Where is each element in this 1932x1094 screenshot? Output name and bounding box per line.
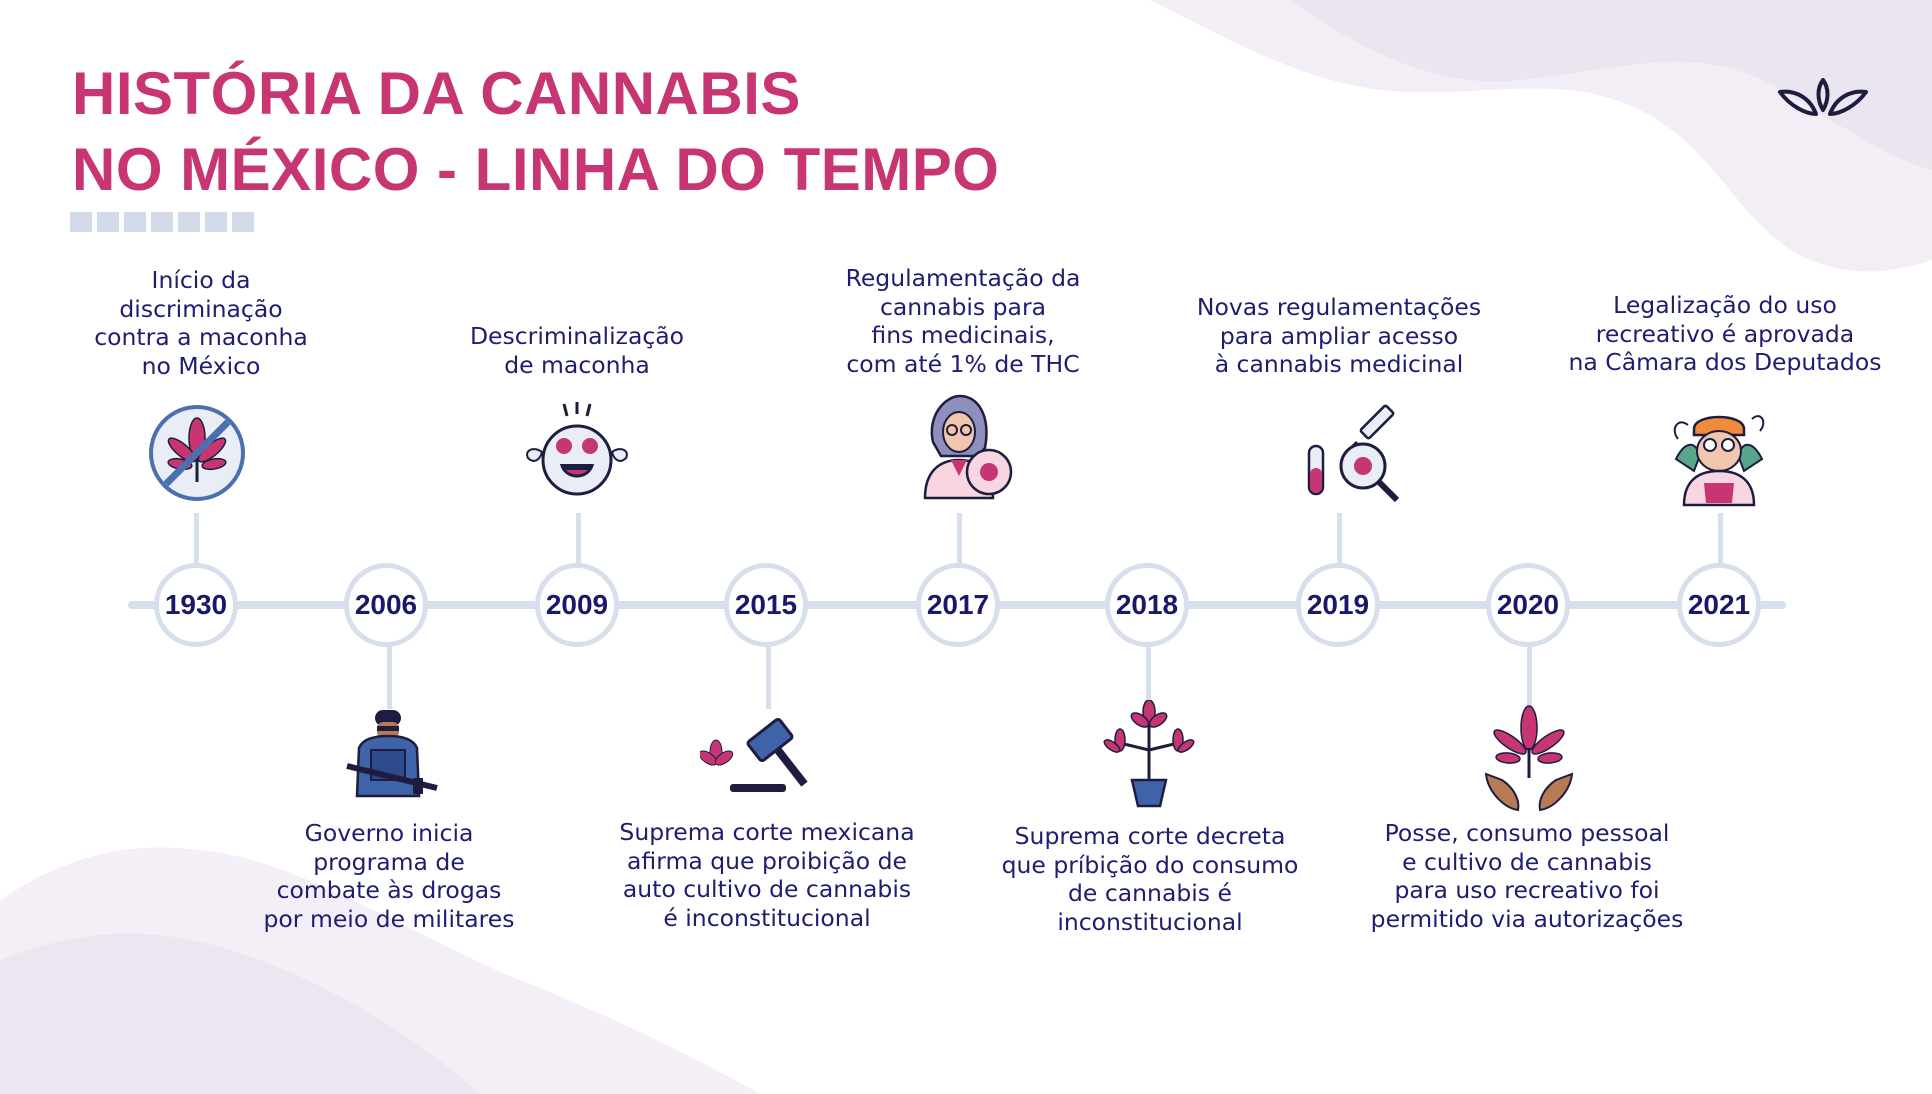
- event-text-2009: Descriminalização de maconha: [469, 322, 685, 379]
- no-cannabis-icon: [149, 405, 245, 501]
- title-line-1: HISTÓRIA DA CANNABIS: [72, 60, 801, 127]
- year-node-2019: 2019: [1296, 563, 1380, 647]
- event-text-2006: Governo inicia programa de combate às dr…: [263, 819, 515, 933]
- year-node-2017: 2017: [916, 563, 1000, 647]
- connector-2017: [957, 513, 962, 577]
- connector-2015: [766, 645, 771, 709]
- year-node-2006: 2006: [344, 563, 428, 647]
- connector-2018: [1146, 645, 1151, 709]
- year-node-2021: 2021: [1677, 563, 1761, 647]
- title-decoration: [70, 212, 254, 232]
- event-text-2015: Suprema corte mexicana afirma que proibi…: [619, 818, 915, 932]
- event-text-1930: Início da discriminação contra a maconha…: [94, 266, 308, 380]
- doctor-icon: [923, 394, 1013, 500]
- event-text-2020: Posse, consumo pessoal e cultivo de cann…: [1370, 819, 1684, 933]
- lab-research-icon: [1307, 404, 1400, 503]
- year-node-2020: 2020: [1486, 563, 1570, 647]
- year-node-2009: 2009: [535, 563, 619, 647]
- event-text-2021: Legalização do uso recreativo é aprovada…: [1568, 291, 1882, 376]
- smoker-icon: [1673, 415, 1765, 507]
- connector-2006: [387, 645, 392, 709]
- year-node-2018: 2018: [1105, 563, 1189, 647]
- year-node-2015: 2015: [724, 563, 808, 647]
- event-text-2019: Novas regulamentações para ampliar acess…: [1196, 293, 1482, 378]
- connector-2009: [576, 513, 581, 577]
- potted-plant-icon: [1103, 700, 1195, 808]
- sprout-logo-icon: [1778, 78, 1868, 116]
- happy-face-icon: [526, 402, 628, 496]
- connector-2020: [1527, 645, 1532, 709]
- connector-2019: [1337, 513, 1342, 577]
- event-text-2017: Regulamentação da cannabis para fins med…: [845, 264, 1081, 378]
- connector-1930: [194, 513, 199, 577]
- event-text-2018: Suprema corte decreta que príbição do co…: [1001, 822, 1299, 936]
- gavel-icon: [700, 717, 808, 792]
- page-title: HISTÓRIA DA CANNABIS NO MÉXICO - LINHA D…: [72, 56, 999, 208]
- hands-leaf-icon: [1484, 705, 1574, 812]
- title-line-2: NO MÉXICO - LINHA DO TEMPO: [72, 136, 1000, 203]
- connector-2021: [1718, 513, 1723, 577]
- year-node-1930: 1930: [154, 563, 238, 647]
- soldier-icon: [346, 710, 438, 798]
